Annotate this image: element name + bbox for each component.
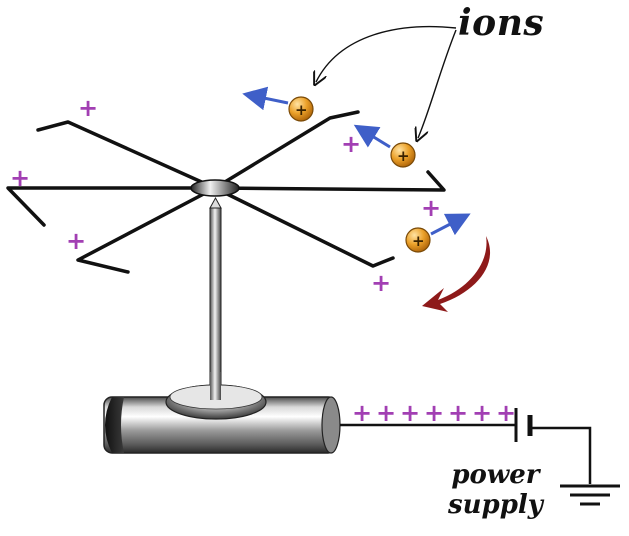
battery-plus: +	[472, 399, 492, 427]
ion-plus: +	[295, 101, 308, 119]
arm-tip-charges: + + + + + +	[10, 94, 441, 297]
battery-plus: +	[352, 399, 372, 427]
rotor-arm-left	[6, 186, 217, 227]
rotor-arm-upper-right	[213, 110, 360, 190]
pinwheel-rotor-icon	[6, 110, 446, 274]
battery-plus: +	[448, 399, 468, 427]
battery-plus: +	[376, 399, 396, 427]
battery-plus: +	[496, 399, 516, 427]
arm-plus: +	[371, 269, 391, 297]
circuit-wire	[340, 408, 592, 484]
rotation-arrow-icon	[422, 236, 491, 312]
arm-plus: +	[66, 227, 86, 255]
battery-plus: +	[400, 399, 420, 427]
rotor-arm-upper-left	[36, 120, 217, 190]
rotor-arm-lower-right	[213, 186, 395, 268]
arm-plus: +	[78, 94, 98, 122]
ion-icon: +	[353, 124, 416, 168]
ion-plus: +	[412, 232, 425, 250]
battery-plus-charges: + + + + + + +	[352, 399, 516, 427]
power-label-line2: supply	[448, 490, 543, 520]
arm-plus: +	[341, 130, 361, 158]
ion-plus: +	[397, 147, 410, 165]
ions-label: ions	[458, 2, 545, 44]
ground-icon	[560, 484, 620, 506]
cylinder-base	[103, 372, 341, 454]
battery-plus: +	[424, 399, 444, 427]
rotor-arm-lower-left	[76, 186, 217, 274]
arm-plus: +	[10, 164, 30, 192]
ions-pointer-arrows	[316, 25, 457, 138]
rotor-hub	[190, 179, 240, 197]
rotor-arm-right	[213, 170, 446, 192]
power-supply-label: power supply	[448, 460, 543, 520]
ion-icon: +	[405, 213, 471, 253]
arm-plus: +	[421, 194, 441, 222]
power-label-line1: power	[451, 460, 540, 490]
ion-icon: +	[242, 86, 314, 122]
